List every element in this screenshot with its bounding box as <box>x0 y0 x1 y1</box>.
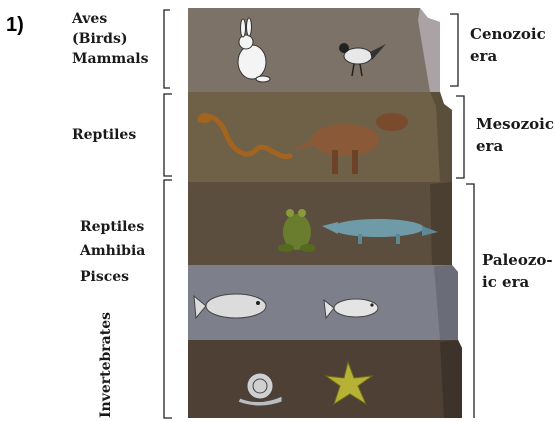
paleozoic-life-label-1: Reptiles <box>80 218 144 237</box>
mesozoic-era-label-1: Mesozoic <box>476 114 554 134</box>
cenozoic-life-label-2: (Birds) <box>72 30 127 49</box>
cenozoic-era-label-1: Cenozoic <box>470 24 546 44</box>
mesozoic-era-label-2: era <box>476 136 503 156</box>
right-bracket-mesozoic <box>456 96 464 178</box>
paleozoic-life-label-2: Amhibia <box>80 242 145 261</box>
left-bracket-paleozoic <box>164 180 172 418</box>
cenozoic-layer <box>188 8 440 92</box>
paleozoic-era-label-1: Paleozo- <box>482 250 553 270</box>
right-bracket-paleozoic <box>466 184 474 418</box>
left-bracket-mesozoic <box>164 94 172 176</box>
mesozoic-life-label: Reptiles <box>72 126 136 145</box>
left-bracket-cenozoic <box>164 10 170 88</box>
paleozoic-life-label-3: Pisces <box>80 268 129 287</box>
cenozoic-life-label-3: Mammals <box>72 50 148 69</box>
invertebrates-label: Invertebrates <box>98 318 118 418</box>
cenozoic-life-label-1: Aves <box>72 10 107 29</box>
cenozoic-era-label-2: era <box>470 46 497 66</box>
paleozoic-lower-layer <box>188 340 462 418</box>
right-bracket-cenozoic <box>450 14 458 86</box>
paleozoic-era-label-2: ic era <box>482 272 529 292</box>
